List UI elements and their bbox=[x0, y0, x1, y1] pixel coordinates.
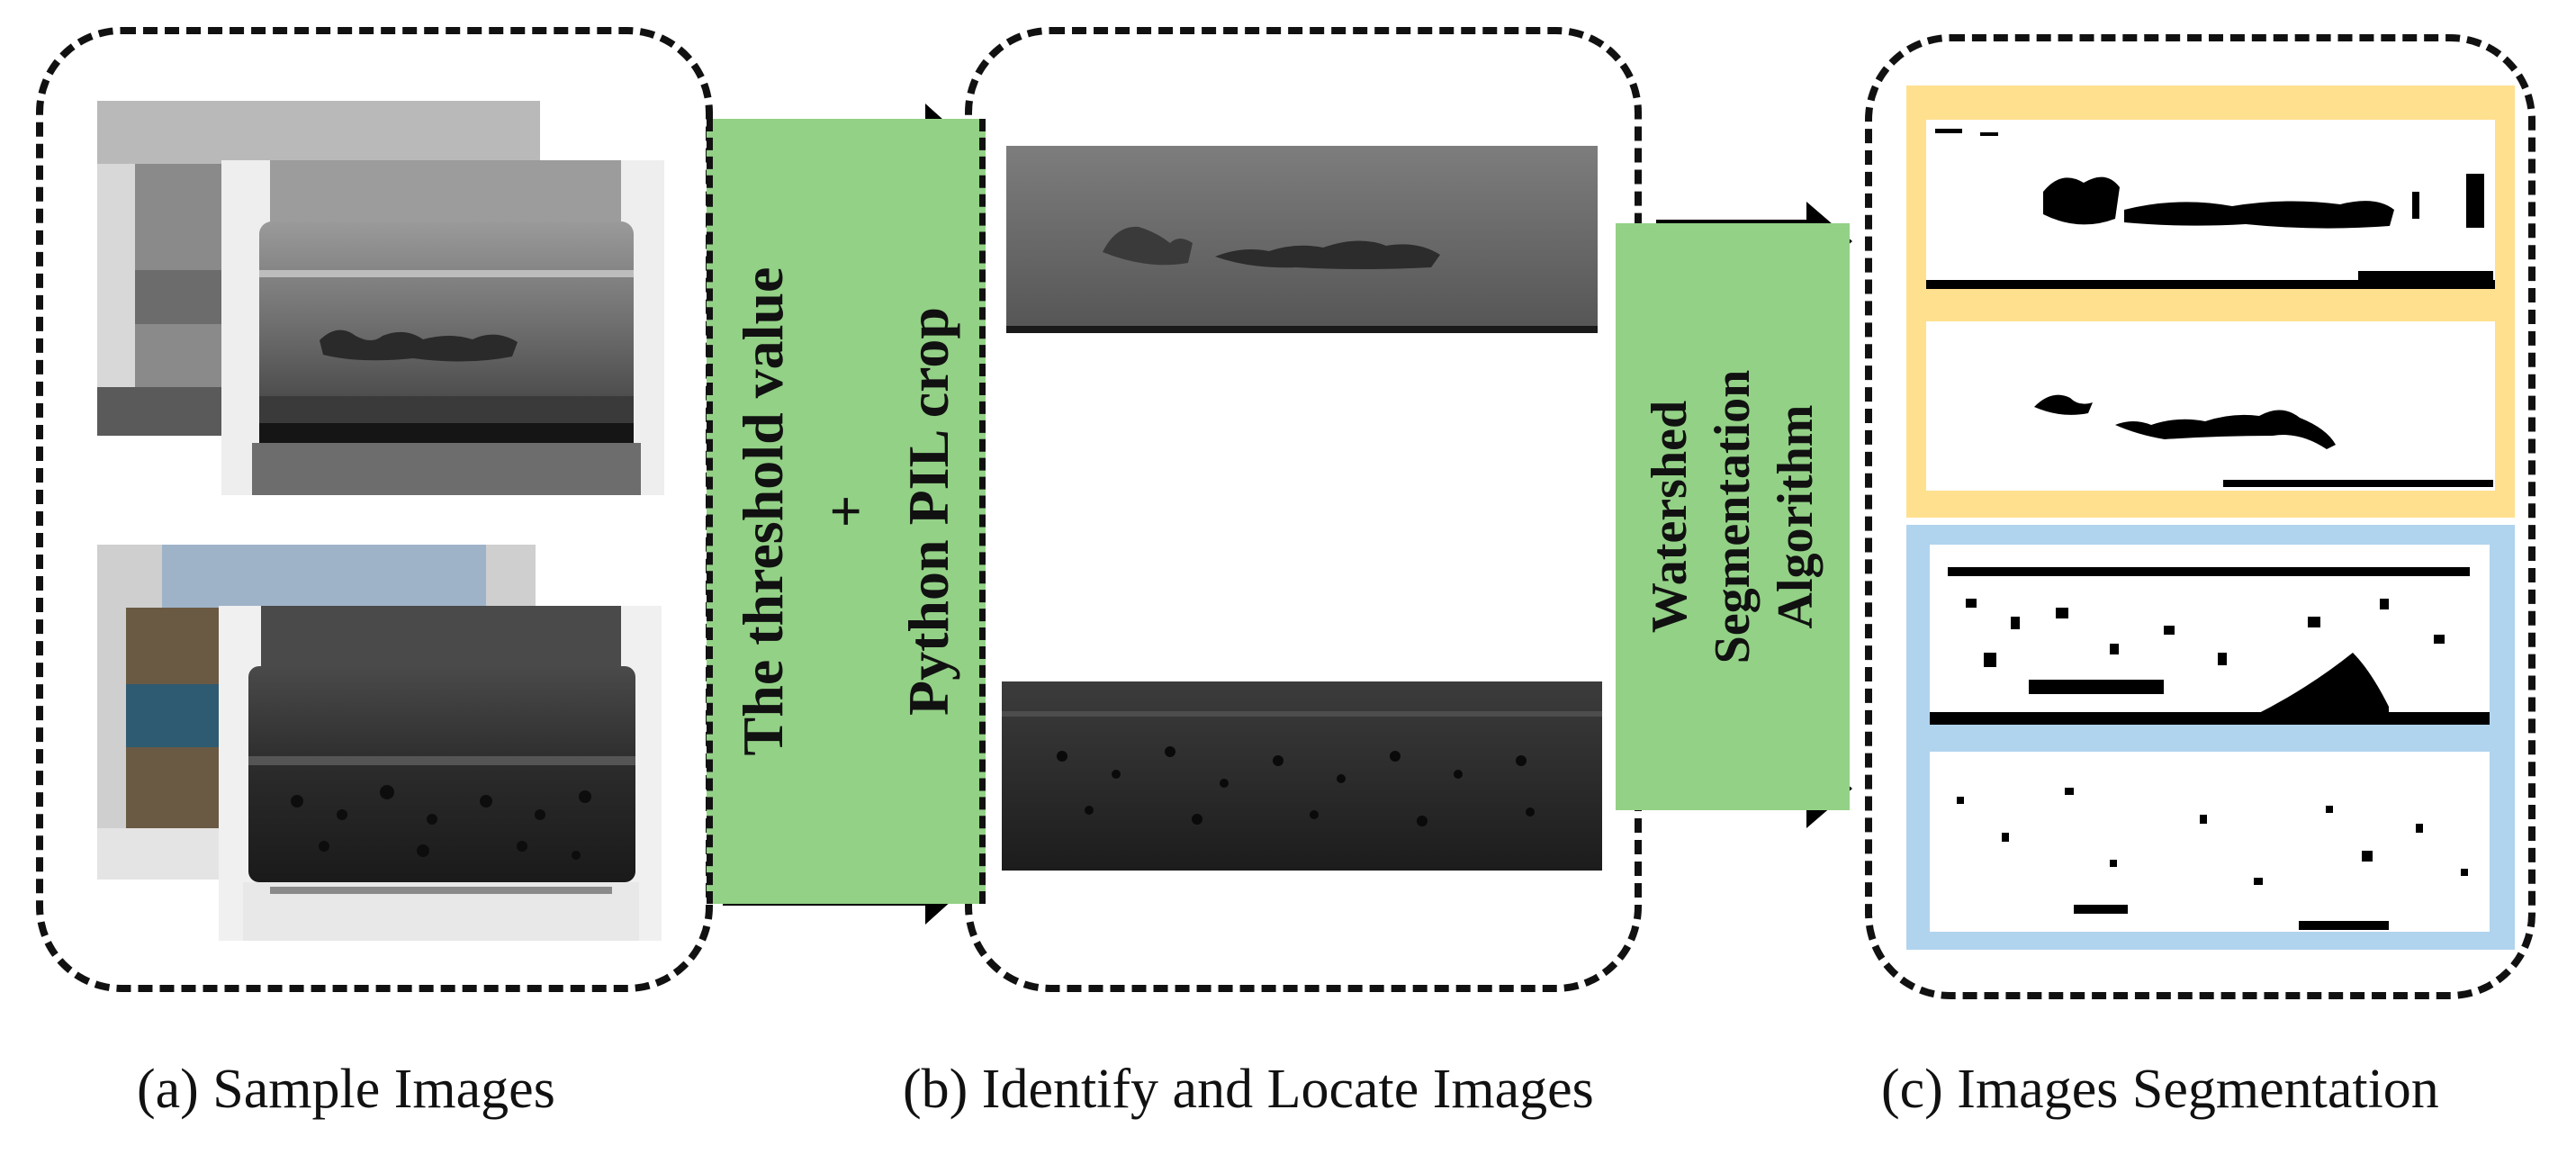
segmentation-group-2 bbox=[1906, 525, 2515, 950]
threshold-crop-step: The threshold value + Python PIL crop bbox=[707, 119, 986, 904]
watershed-step: Watershed Segmentation Algorithm bbox=[1616, 223, 1850, 810]
caption-segmentation: (c) Images Segmentation bbox=[1881, 1059, 2439, 1120]
step2-line3: Algorithm bbox=[1768, 404, 1824, 629]
segmented-image-1 bbox=[1926, 120, 2495, 289]
caption-identify-locate: (b) Identify and Locate Images bbox=[903, 1059, 1594, 1120]
step2-line1: Watershed bbox=[1642, 400, 1698, 634]
threshold-crop-label: The threshold value + Python PIL crop bbox=[722, 267, 970, 756]
step1-line3: Python PIL crop bbox=[896, 307, 960, 716]
step2-line2: Segmentation bbox=[1705, 369, 1761, 664]
step1-line1: The threshold value bbox=[731, 266, 795, 756]
located-strip-2 bbox=[1002, 681, 1602, 871]
watershed-label: Watershed Segmentation Algorithm bbox=[1638, 370, 1827, 664]
segmented-image-3 bbox=[1930, 545, 2490, 725]
step1-line2: + bbox=[814, 494, 878, 528]
segmented-image-2 bbox=[1926, 321, 2495, 491]
sample-photo-1-front bbox=[221, 160, 664, 495]
located-strip-1 bbox=[1006, 146, 1598, 333]
caption-sample-images: (a) Sample Images bbox=[137, 1059, 555, 1120]
sample-photo-2-front bbox=[219, 606, 662, 941]
segmentation-group-1 bbox=[1906, 86, 2515, 518]
segmented-image-4 bbox=[1930, 752, 2490, 932]
